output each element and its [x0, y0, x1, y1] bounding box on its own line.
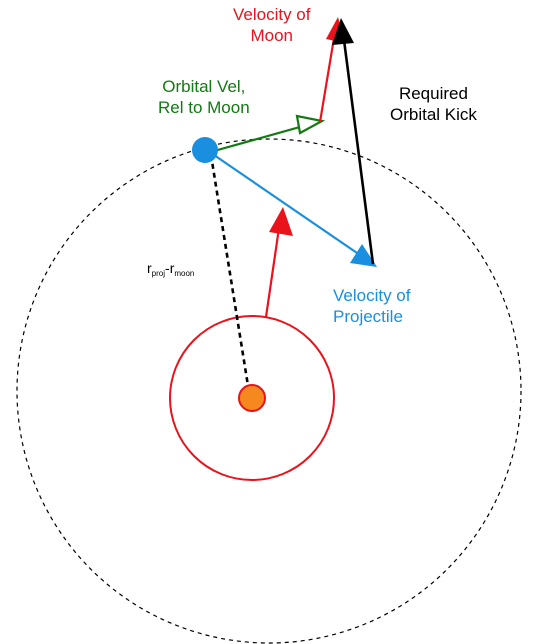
planet-velocity-arrow — [264, 227, 281, 318]
label-required-orbital-kick: Required Orbital Kick — [390, 83, 477, 125]
label-orbital-vel-rel-line2: Rel to Moon — [158, 98, 250, 117]
moon-velocity-arrow — [318, 37, 336, 123]
moon-orbit-path — [16, 138, 522, 644]
label-required-orbital-kick-line1: Required — [398, 84, 468, 103]
radius-sub-moon: moon — [174, 269, 195, 278]
label-velocity-of-moon: Velocity of Moon — [233, 4, 311, 46]
orbital-velocity-arrowhead — [295, 114, 326, 135]
label-radius-difference: rproj-rmoon — [147, 260, 194, 278]
planet-orbit-circle — [169, 315, 335, 481]
radius-sub-proj: proj — [151, 269, 166, 278]
projectile-velocity-arrowhead — [350, 244, 377, 267]
required-kick-arrowhead — [332, 18, 354, 45]
label-velocity-of-projectile-line2: Projectile — [333, 307, 403, 326]
label-orbital-vel-rel-line1: Orbital Vel, — [162, 77, 246, 96]
label-orbital-vel-rel: Orbital Vel, Rel to Moon — [158, 76, 250, 118]
label-velocity-of-projectile: Velocity of Projectile — [333, 285, 411, 327]
orbital-velocity-arrow — [213, 125, 301, 153]
label-required-orbital-kick-line2: Orbital Kick — [390, 105, 477, 124]
radius-separator: - — [165, 260, 170, 276]
planet-velocity-arrowhead — [269, 207, 293, 236]
label-velocity-of-moon-line2: Moon — [250, 26, 294, 45]
label-velocity-of-projectile-line1: Velocity of — [333, 286, 411, 305]
projectile-velocity-arrow — [213, 154, 361, 256]
required-kick-arrow — [342, 39, 375, 265]
radius-r1: r — [147, 260, 152, 276]
radius-line — [209, 154, 251, 393]
moon-dot — [192, 137, 218, 163]
label-velocity-of-moon-line1: Velocity of — [233, 5, 311, 24]
radius-r2: r — [169, 260, 175, 276]
planet-dot — [238, 384, 266, 412]
